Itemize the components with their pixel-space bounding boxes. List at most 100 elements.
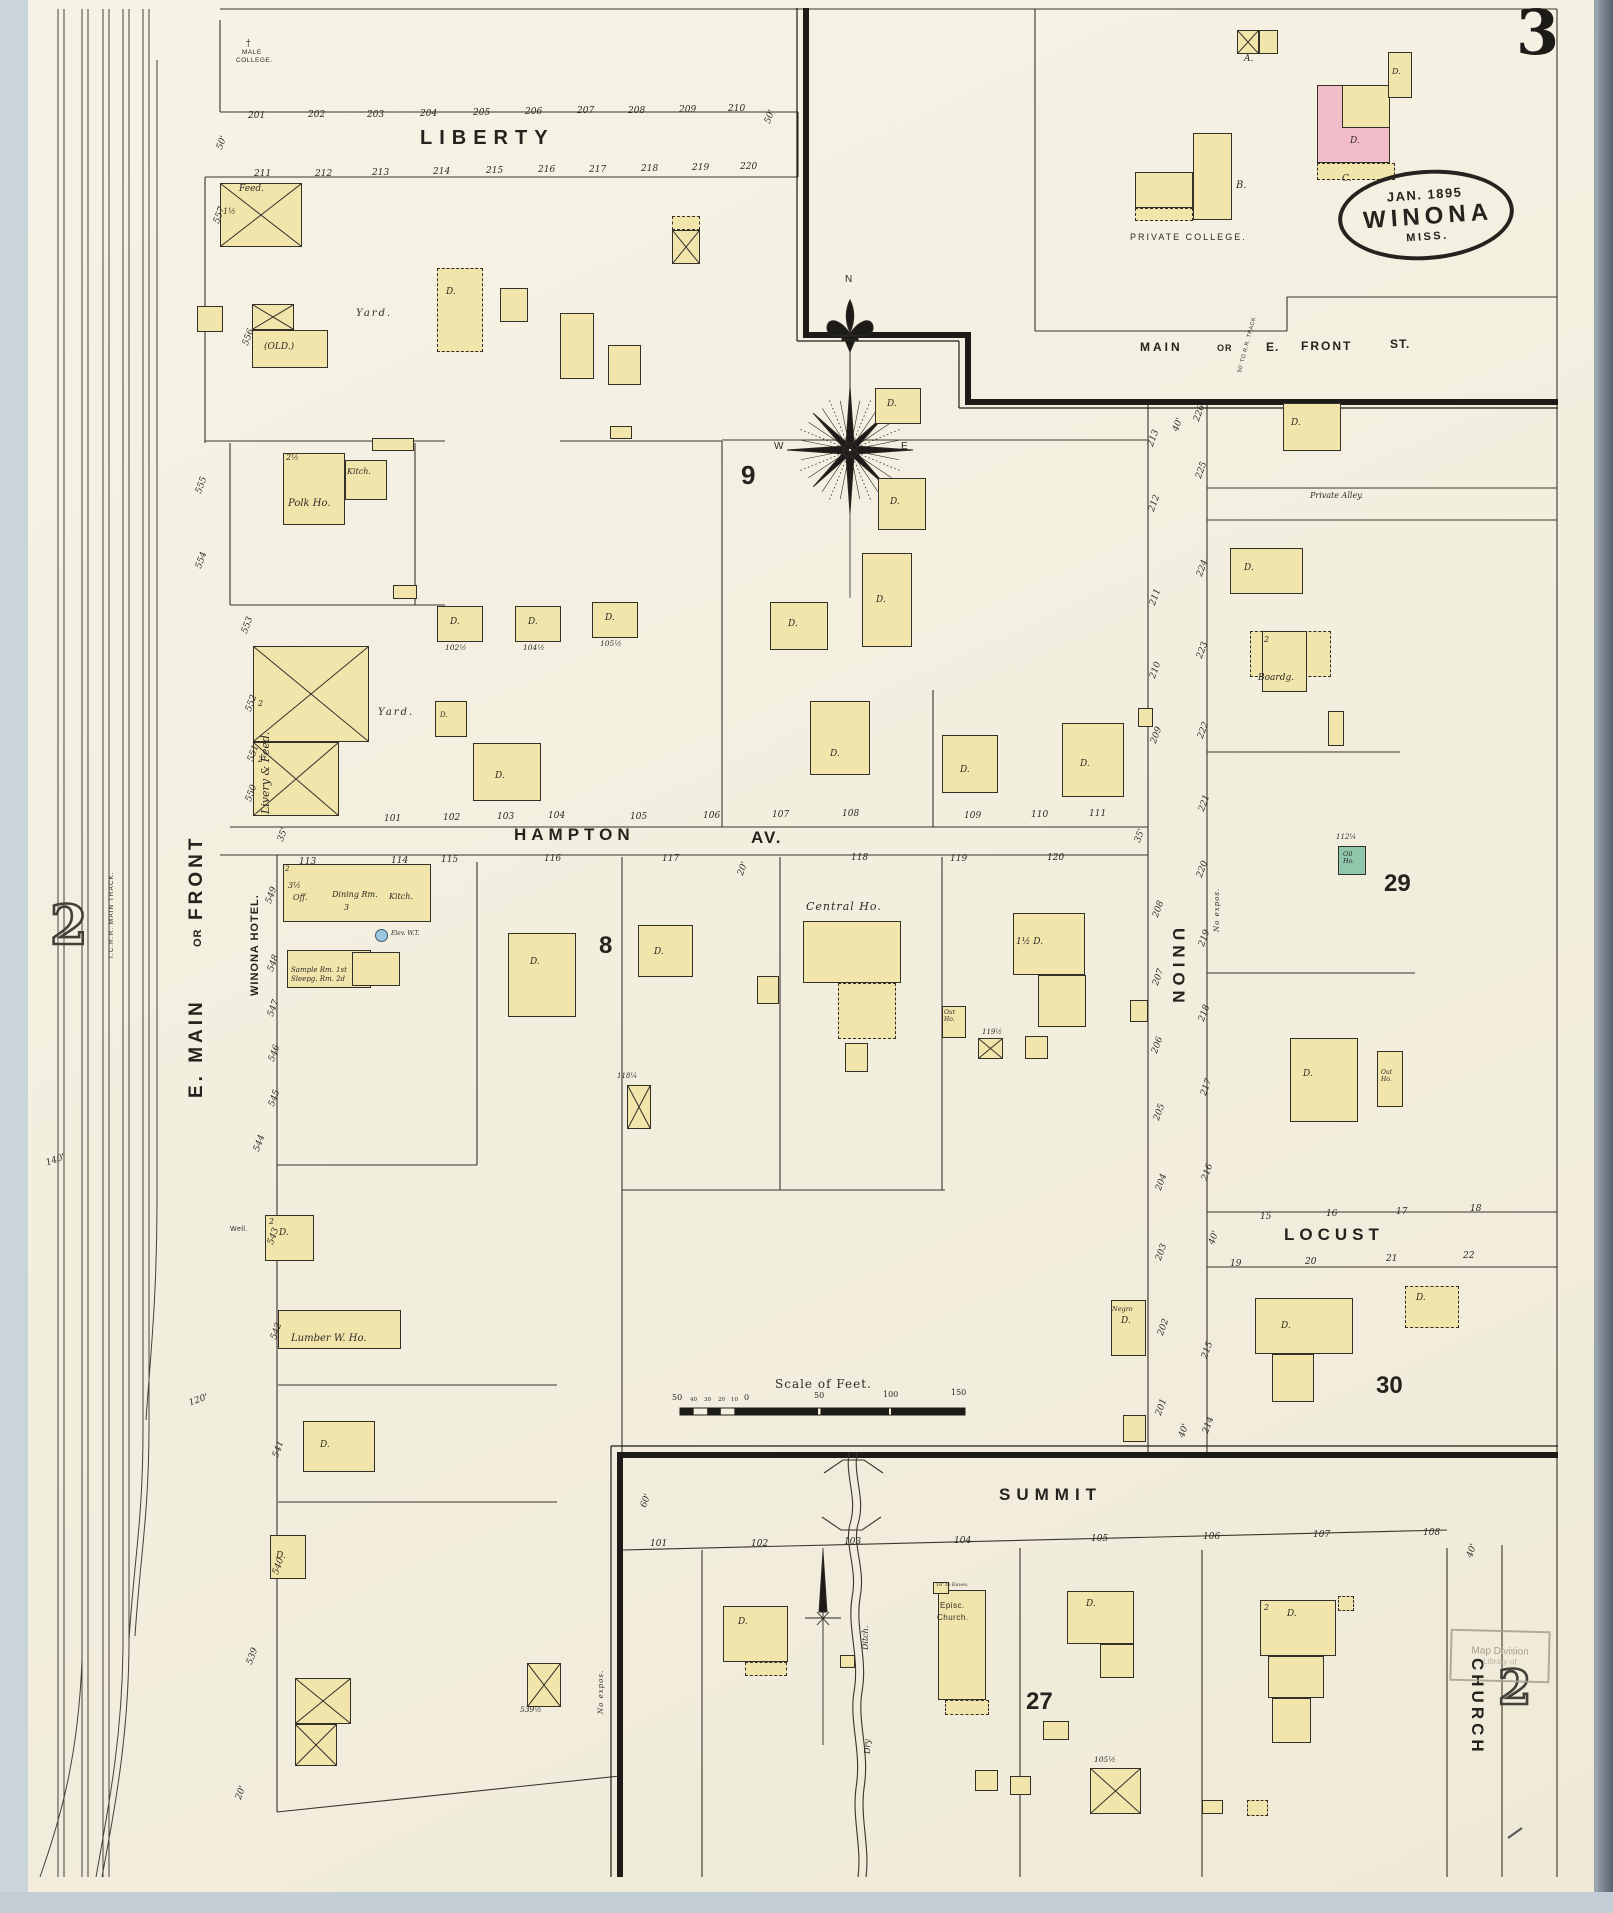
building [372, 438, 414, 451]
map-label: Oil [1343, 850, 1353, 858]
street-label: HAMPTON [514, 825, 635, 844]
map-label: 2 [258, 699, 264, 708]
building [283, 453, 345, 525]
map-label: Lumber W. Ho. [291, 1333, 367, 1344]
lot-number: 217 [1199, 1077, 1215, 1098]
map-label: D. [528, 617, 538, 627]
building [437, 606, 483, 642]
lot-number: 545 [267, 1088, 283, 1109]
lot-number: 207 [1151, 967, 1167, 988]
lot-number: 555 [194, 475, 210, 496]
lot-number: 20 [1305, 1257, 1317, 1267]
page-edge-right [1598, 0, 1613, 1913]
map-label: E [901, 441, 909, 452]
map-label: (OLD.) [264, 342, 295, 352]
building [608, 345, 641, 385]
building [270, 1535, 306, 1579]
lot-number: 215 [486, 166, 504, 176]
lot-number: 214 [1201, 1415, 1217, 1436]
lot-number: 546 [267, 1043, 283, 1064]
building [1328, 711, 1344, 746]
lot-number: 21 [1386, 1254, 1398, 1264]
building [1317, 163, 1395, 180]
elevator-water-tank [375, 929, 388, 942]
building [508, 933, 576, 1017]
dimension-label: 40' [1171, 416, 1186, 434]
building [1290, 1038, 1358, 1122]
building [1259, 30, 1278, 54]
building [437, 268, 483, 352]
building [295, 1678, 351, 1724]
map-label: D. [276, 1551, 286, 1561]
building [1010, 1776, 1031, 1795]
building [252, 304, 294, 330]
map-label: Sample Rm. 1st [291, 966, 347, 974]
map-label: Ho. [1381, 1076, 1392, 1083]
map-label: 1½ D. [1016, 937, 1044, 947]
lot-number: 210 [1148, 660, 1164, 681]
lot-number: 105 [630, 812, 648, 822]
map-label: D. [605, 613, 615, 623]
lot-number: 206 [1150, 1035, 1166, 1056]
block-number: 30 [1376, 1372, 1403, 1399]
map-label: Off. [293, 893, 308, 902]
lot-number: 554 [194, 550, 210, 571]
building [295, 1724, 337, 1766]
map-label: 0 [744, 1393, 750, 1402]
building [435, 701, 467, 737]
map-label: D. [440, 711, 448, 719]
building [942, 735, 998, 793]
cross-mark-icon [1238, 31, 1258, 53]
paper-shadow [1594, 0, 1598, 1892]
map-label: D. [1416, 1293, 1426, 1303]
map-label: Elev. W.T. [391, 930, 420, 937]
lot-number: 102 [443, 813, 461, 823]
lot-number: 101 [384, 814, 402, 824]
building [770, 602, 828, 650]
map-label: B. [1236, 180, 1247, 191]
lot-number: 202 [1156, 1317, 1172, 1338]
lot-number: 115 [441, 855, 459, 865]
map-label: Kitch. [389, 892, 413, 901]
scale-bar [679, 1407, 966, 1416]
map-label: 102½ [445, 643, 467, 652]
building [1130, 1000, 1148, 1022]
north-arrow-icon [805, 1548, 841, 1745]
map-label: No expos. [1213, 887, 1221, 932]
building [352, 952, 400, 986]
block-number: 2 [49, 893, 89, 957]
map-label: 2 [1264, 635, 1270, 644]
lot-number: 541 [271, 1439, 287, 1460]
stamp-city: WINONA [1362, 198, 1494, 235]
lot-number: 201 [1154, 1397, 1170, 1418]
building [1062, 723, 1124, 797]
map-label: PRIVATE COLLEGE. [1130, 232, 1247, 242]
building [1230, 548, 1303, 594]
building [283, 864, 431, 922]
building [197, 306, 223, 332]
map-label: 2 [1264, 1603, 1270, 1612]
building [1338, 846, 1366, 875]
block-number: 29 [1384, 870, 1411, 897]
building [1038, 975, 1086, 1027]
lot-number: 550 [244, 783, 260, 804]
pencil-mark [1507, 1827, 1523, 1839]
map-label: Feed. [239, 184, 265, 194]
building [1193, 133, 1232, 220]
dry-ditch [821, 1451, 884, 1878]
map-label: 50 [814, 1391, 825, 1400]
map-label: D. [738, 1617, 748, 1627]
lot-number: 208 [1151, 899, 1167, 920]
street-label: LOCUST [1284, 1225, 1384, 1244]
lot-number: 212 [1147, 493, 1163, 514]
building [672, 230, 700, 264]
street-label: SUMMIT [999, 1485, 1103, 1504]
lot-number: 539 [245, 1646, 261, 1667]
map-label: Well. [230, 1226, 248, 1233]
building [527, 1663, 561, 1707]
map-label: Scale of Feet. [775, 1377, 872, 1391]
building [1247, 1800, 1268, 1816]
street-label: AV. [751, 828, 783, 847]
lot-number: 103 [844, 1537, 862, 1547]
lot-number: 111 [1089, 809, 1107, 819]
